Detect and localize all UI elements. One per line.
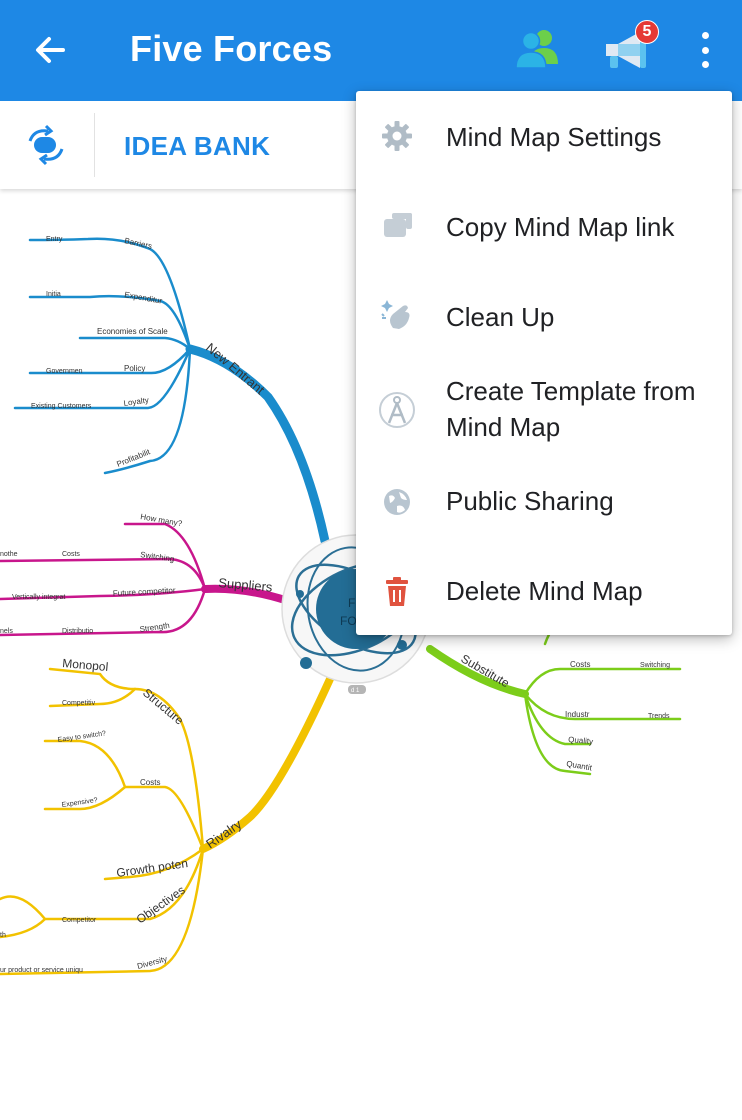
mindmap-node-text: Expenditur	[124, 290, 164, 306]
mindmap-node-text: Structure	[140, 686, 187, 728]
menu-item-clean-up[interactable]: Clean Up	[356, 271, 732, 361]
mindmap-node-text: th	[0, 932, 6, 939]
mindmap-node-text: Rivalry	[203, 816, 245, 851]
more-vertical-icon	[701, 32, 709, 39]
mindmap-node-text: Monopol	[62, 656, 109, 674]
mindmap-node-text: Switching	[140, 550, 175, 564]
mindmap-node-text: Governmen	[46, 368, 83, 375]
page-title: Five Forces	[130, 28, 333, 69]
menu-item-mind-map-settings[interactable]: Mind Map Settings	[356, 91, 732, 181]
mindmap-node-text: Existing Customers	[31, 403, 92, 410]
mindmap-node-text: Suppliers	[218, 575, 274, 595]
announcements-button[interactable]: 5	[600, 20, 660, 74]
menu-item-label: Clean Up	[446, 302, 555, 332]
menu-item-label: Public Sharing	[446, 486, 614, 516]
menu-item-label: Mind Map Settings	[446, 122, 662, 152]
menu-item-label: Delete Mind Map	[446, 576, 643, 606]
mindmap-node-text: How many?	[140, 512, 184, 528]
copy-link-icon	[378, 207, 416, 245]
menu-item-label: Copy Mind Map link	[446, 212, 675, 242]
app-bar: Five Forces 5	[0, 0, 742, 101]
mindmap-node-text: nels	[0, 628, 13, 635]
mindmap-node-text: Entry	[46, 236, 63, 243]
menu-item-copy-mind-map-link[interactable]: Copy Mind Map link	[356, 181, 732, 271]
central-node-badge: d 1	[351, 688, 360, 694]
mindmap-node-text: Competitiv	[62, 700, 96, 707]
menu-item-public-sharing[interactable]: Public Sharing	[356, 461, 732, 545]
mindmap-node-text: Diversity	[136, 954, 168, 971]
back-button[interactable]	[24, 24, 76, 76]
mindmap-node-text: nothe	[0, 551, 18, 558]
mindmap-node-text: Competitor	[62, 917, 97, 924]
mindmap-node-text: Costs	[570, 660, 590, 669]
mindmap-node-text: Policy	[124, 364, 145, 373]
globe-icon	[378, 483, 416, 521]
mindmap-node-text: Costs	[62, 551, 80, 558]
mindmap-node-text: Trends	[648, 713, 670, 720]
mindmap-node-text: Loyalty	[123, 396, 149, 408]
mindmap-node-text: Objectives	[134, 883, 188, 927]
toolbar-divider	[94, 113, 95, 177]
mindmap-node-text: Vertically integrat	[12, 594, 65, 601]
clean-up-icon	[378, 297, 416, 335]
more-options-button[interactable]	[690, 28, 720, 72]
collaborators-button[interactable]	[510, 24, 564, 72]
rotate-mode-icon	[28, 124, 64, 166]
mindmap-node-text: Economies of Scale	[97, 327, 168, 336]
mindmap-node-text: New Entrant	[203, 340, 268, 398]
mindmap-node-text: Industr	[565, 710, 590, 719]
compass-icon	[378, 391, 416, 429]
mode-toggle-button[interactable]	[20, 123, 72, 167]
mindmap-node-text: Quality	[568, 735, 594, 746]
branch-suppliers-labels: Suppliers How many? Switching Future com…	[0, 512, 274, 635]
branch-suppliers[interactable]	[0, 522, 292, 637]
people-icon	[515, 30, 558, 69]
branch-rivalry[interactable]	[0, 667, 334, 976]
menu-item-create-template[interactable]: Create Template from Mind Map	[356, 361, 732, 461]
mindmap-node-text: Switching	[640, 662, 670, 669]
notification-badge: 5	[635, 20, 659, 44]
mindmap-node-text: Expensive?	[61, 797, 98, 809]
more-dot	[701, 61, 709, 68]
idea-bank-button[interactable]: IDEA BANK	[124, 131, 271, 161]
branch-new-entrant-labels: New Entrant Barriers Expenditur Economie…	[31, 236, 268, 469]
menu-item-label: Create Template from Mind Map	[446, 376, 696, 442]
trash-icon	[378, 573, 416, 611]
mindmap-node-text: Future competitor	[113, 586, 176, 598]
mindmap-node-text: Growth poten	[115, 856, 188, 880]
branch-new-entrant[interactable]	[13, 237, 330, 546]
mindmap-node-text: Costs	[140, 778, 160, 787]
menu-item-delete-mind-map[interactable]: Delete Mind Map	[356, 545, 732, 635]
more-dot	[701, 46, 709, 54]
mindmap-node-text: Distributio	[62, 628, 93, 635]
central-node-text: FI	[348, 596, 359, 610]
central-node-text: FO	[340, 614, 357, 628]
overflow-menu: Mind Map Settings Copy Mind Map link Cle…	[356, 91, 732, 635]
mindmap-node-text: Initia	[46, 291, 61, 298]
mindmap-node-text: Strength	[139, 621, 170, 634]
mindmap-node-text: ur product or service uniqu	[0, 967, 83, 974]
mindmap-node-text: Barriers	[124, 236, 153, 251]
arrow-left-icon	[36, 37, 65, 63]
gear-icon	[378, 117, 416, 155]
branch-substitute[interactable]	[426, 619, 682, 776]
